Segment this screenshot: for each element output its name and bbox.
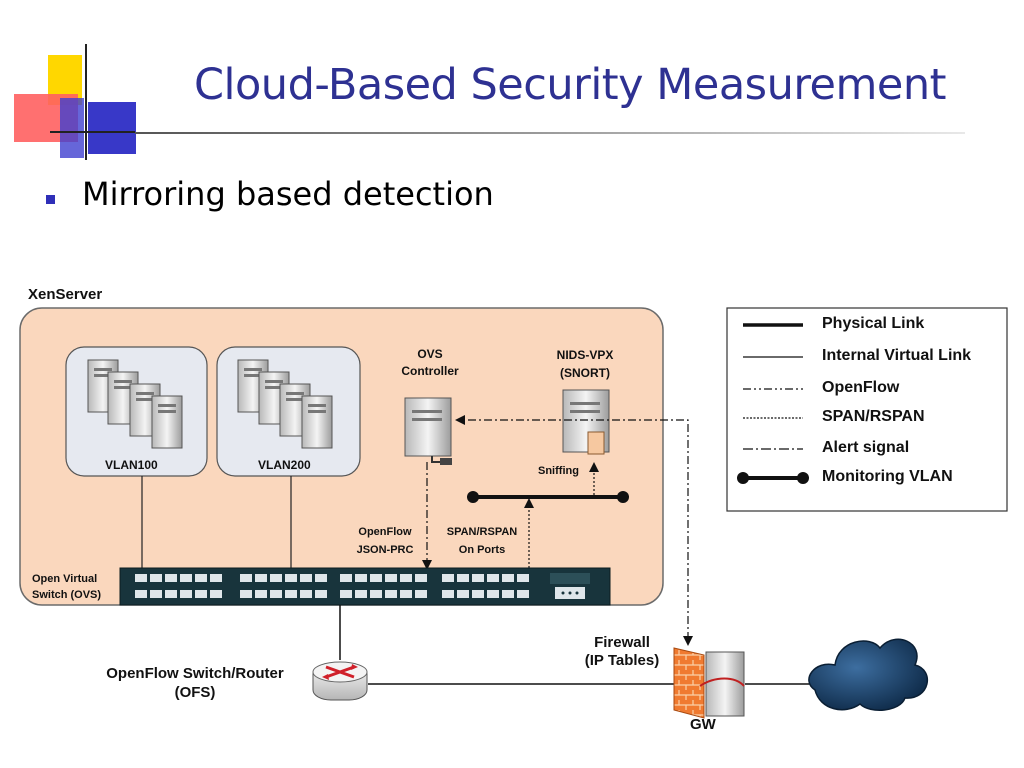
switch-port (415, 574, 427, 582)
gw-label: GW (690, 716, 716, 733)
switch-port (135, 590, 147, 598)
switch-port (457, 574, 469, 582)
switch-port (300, 590, 312, 598)
legend-physical-link: Physical Link (822, 315, 925, 332)
vlan100-label: VLAN100 (105, 458, 158, 472)
legend-span-rspan: SPAN/RSPAN (822, 408, 925, 425)
legend-internal-virtual-link: Internal Virtual Link (822, 347, 972, 364)
switch-port (285, 574, 297, 582)
firewall-gw-icon (673, 647, 745, 719)
ovs-controller-server-icon (404, 397, 452, 465)
switch-port (210, 574, 222, 582)
switch-port (400, 574, 412, 582)
switch-port (315, 574, 327, 582)
switch-port (502, 574, 514, 582)
nids-server-icon (562, 389, 610, 455)
switch-port (370, 590, 382, 598)
switch-port (517, 574, 529, 582)
firewall-label-line2: (IP Tables) (584, 652, 660, 669)
nids-label: NIDS-VPX (SNORT) (540, 346, 630, 382)
ovs-switch-icon (119, 567, 611, 606)
switch-port (487, 574, 499, 582)
switch-port (255, 574, 267, 582)
firewall-label-line1: Firewall (594, 634, 650, 651)
switch-port (400, 590, 412, 598)
switch-port (150, 590, 162, 598)
legend-monitoring-vlan: Monitoring VLAN (822, 468, 953, 485)
switch-port (270, 574, 282, 582)
slide-logo (14, 44, 136, 160)
switch-port (180, 590, 192, 598)
switch-port (270, 590, 282, 598)
legend-openflow: OpenFlow (822, 379, 900, 396)
slide-title: Cloud-Based Security Measurement (194, 60, 946, 110)
vlan100-servers-icon (87, 359, 183, 449)
span-ports-line2: On Ports (458, 544, 506, 556)
bullet-marker (46, 195, 55, 204)
switch-port (442, 574, 454, 582)
openflow-json-line1: OpenFlow (358, 526, 412, 538)
switch-port (340, 590, 352, 598)
span-ports-line1: SPAN/RSPAN (446, 526, 518, 538)
ovs-controller-label-line1: OVS (417, 347, 443, 361)
switch-port (472, 590, 484, 598)
switch-port (150, 574, 162, 582)
openflow-json-label: OpenFlow JSON-PRC (345, 523, 425, 559)
switch-port (355, 590, 367, 598)
switch-port (285, 590, 297, 598)
switch-port (240, 574, 252, 582)
switch-port (442, 590, 454, 598)
vlan200-label: VLAN200 (258, 458, 311, 472)
switch-port (135, 574, 147, 582)
switch-port (195, 574, 207, 582)
ovs-switch-line2: Switch (OVS) (32, 589, 102, 601)
switch-port (195, 590, 207, 598)
ovs-switch-label: Open Virtual Switch (OVS) (32, 571, 101, 603)
switch-port (165, 574, 177, 582)
ovs-switch-line1: Open Virtual (32, 573, 98, 585)
ovs-controller-label: OVS Controller (385, 346, 475, 380)
switch-port (315, 590, 327, 598)
switch-port (210, 590, 222, 598)
switch-port (517, 590, 529, 598)
span-ports-label: SPAN/RSPAN On Ports (436, 523, 528, 559)
switch-port (300, 574, 312, 582)
ofs-label-line2: (OFS) (174, 684, 216, 701)
switch-port (457, 590, 469, 598)
bullet-text: Mirroring based detection (82, 175, 494, 213)
switch-port (385, 574, 397, 582)
ofs-label: OpenFlow Switch/Router (OFS) (80, 664, 310, 702)
openflow-json-line2: JSON-PRC (356, 544, 414, 556)
nids-label-line2: (SNORT) (560, 366, 610, 380)
ofs-label-line1: OpenFlow Switch/Router (106, 665, 284, 682)
internet-cloud-icon (808, 638, 929, 711)
title-underline (135, 132, 965, 134)
switch-port (165, 590, 177, 598)
switch-port (385, 590, 397, 598)
switch-port (370, 574, 382, 582)
switch-port (240, 590, 252, 598)
firewall-label: Firewall (IP Tables) (572, 634, 672, 670)
switch-port (180, 574, 192, 582)
ovs-controller-label-line2: Controller (401, 364, 459, 378)
legend-alert-signal: Alert signal (822, 439, 910, 456)
switch-port (415, 590, 427, 598)
switch-port (340, 574, 352, 582)
ofs-router-icon (312, 661, 368, 701)
switch-port (502, 590, 514, 598)
nids-label-line1: NIDS-VPX (556, 348, 614, 362)
vlan200-servers-icon (237, 359, 333, 449)
switch-port (472, 574, 484, 582)
switch-port (255, 590, 267, 598)
xenserver-label: XenServer (28, 286, 103, 303)
switch-port (355, 574, 367, 582)
sniffing-label: Sniffing (538, 465, 579, 477)
switch-port (487, 590, 499, 598)
